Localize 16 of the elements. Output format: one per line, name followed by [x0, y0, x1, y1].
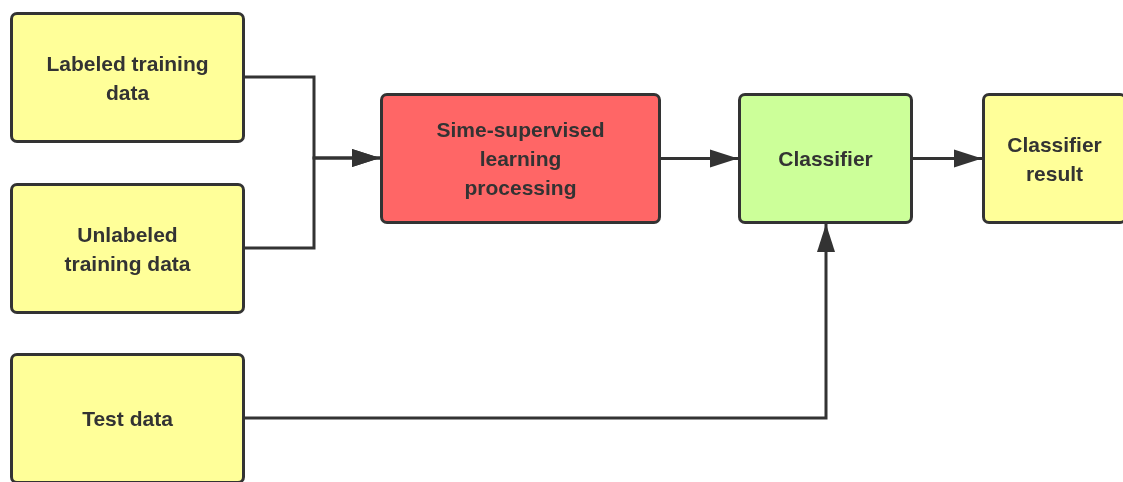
node-label: Sime-supervised learning processing	[435, 117, 606, 201]
process-box	[982, 93, 1123, 224]
node-label: Classifier result	[1006, 131, 1103, 187]
process-box	[10, 353, 245, 482]
node-label: Labeled training data	[45, 50, 210, 106]
node-label: Classifier	[777, 146, 874, 172]
process-box	[738, 93, 913, 224]
arrow	[245, 224, 835, 420]
process-box	[380, 93, 661, 224]
process-box	[10, 183, 245, 314]
arrow	[661, 149, 738, 168]
arrow	[245, 149, 380, 250]
arrow	[913, 149, 982, 168]
node-label: Unlabeled training data	[63, 221, 192, 277]
node-label: Test data	[81, 406, 174, 432]
process-box	[10, 12, 245, 143]
